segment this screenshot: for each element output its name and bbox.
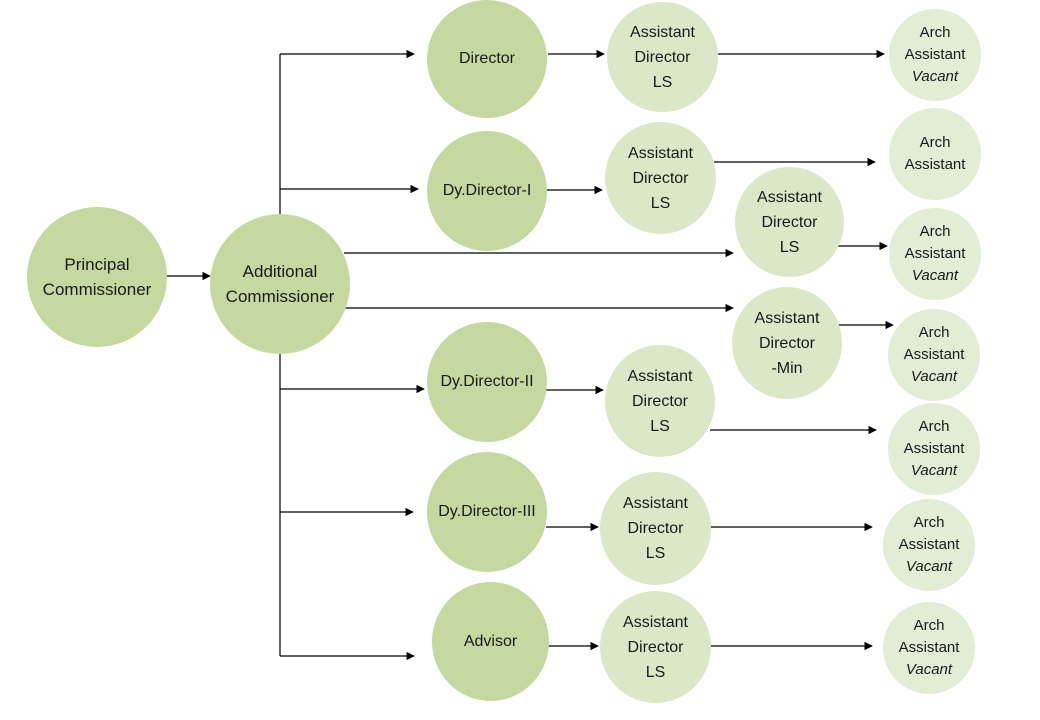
node-label-line: Dy.Director-III [438, 503, 536, 520]
node-label-line: -Min [771, 359, 803, 377]
node-label-line: Assistant [623, 495, 688, 512]
node-label-line: LS [779, 238, 800, 256]
node-label-line: Assistant [903, 346, 965, 363]
node-label-line: Assistant [630, 23, 695, 41]
node-label-line: Assistant [623, 613, 688, 631]
node-label-line: Director [631, 392, 688, 410]
node-label-line: Advisor [463, 632, 518, 650]
node-label-line: LS [652, 73, 673, 91]
node-label-line: Director [632, 169, 689, 187]
node-label-line: Director [634, 48, 691, 66]
node-label-line: Principal [64, 255, 130, 274]
node-label-line: Assistant [754, 309, 820, 327]
node-label-line: LS [650, 417, 670, 435]
node-label-line: Director [627, 638, 684, 656]
vacant-label: Vacant [911, 68, 959, 85]
node-label-line: Assistant [904, 46, 966, 63]
node-label-line: Assistant [904, 245, 966, 262]
node-label-line: Dy.Director-II [440, 373, 534, 390]
node-label-line: Arch [913, 617, 945, 634]
vacant-label: Vacant [911, 267, 959, 284]
node-label-line: Commissioner [225, 287, 335, 306]
node-label-line: LS [645, 663, 666, 681]
node-label-line: Arch [918, 324, 950, 341]
vacant-label: Vacant [905, 661, 953, 678]
vacant-label: Vacant [910, 462, 958, 479]
node-label-line: Assistant [903, 440, 965, 457]
node-label-line: Assistant [898, 536, 960, 553]
node-label-line: Arch [919, 24, 951, 41]
node-label-line: Dy.Director-I [442, 182, 532, 199]
node-label-line: Director [761, 213, 818, 231]
node-director: Director [427, 0, 547, 118]
node-label-line: LS [645, 545, 666, 562]
node-label-line: Arch [919, 134, 951, 151]
node-label-line: Additional [242, 262, 318, 281]
node-dy-director-1: Dy.Director-I [427, 131, 547, 251]
node-label-line: Arch [919, 223, 951, 240]
node-dy-director-3: Dy.Director-III [427, 452, 547, 572]
node-label-line: Director [627, 520, 684, 537]
node-label-line: Assistant [627, 367, 693, 385]
node-advisor: Advisor [432, 582, 549, 701]
node-label-line: Arch [918, 418, 950, 435]
node-label-line: Assistant [904, 156, 966, 173]
node-label-line: LS [650, 194, 671, 212]
node-label-line: Director [458, 50, 515, 67]
node-dy-director-2: Dy.Director-II [427, 322, 547, 442]
vacant-label: Vacant [905, 558, 953, 575]
node-label-line: Commissioner [42, 280, 152, 299]
node-label-line: Assistant [898, 639, 960, 656]
node-label-line: Arch [913, 514, 945, 531]
node-label-line: Assistant [757, 188, 822, 206]
node-label-line: Assistant [628, 144, 693, 162]
node-label-line: Director [758, 334, 815, 352]
vacant-label: Vacant [910, 368, 958, 385]
